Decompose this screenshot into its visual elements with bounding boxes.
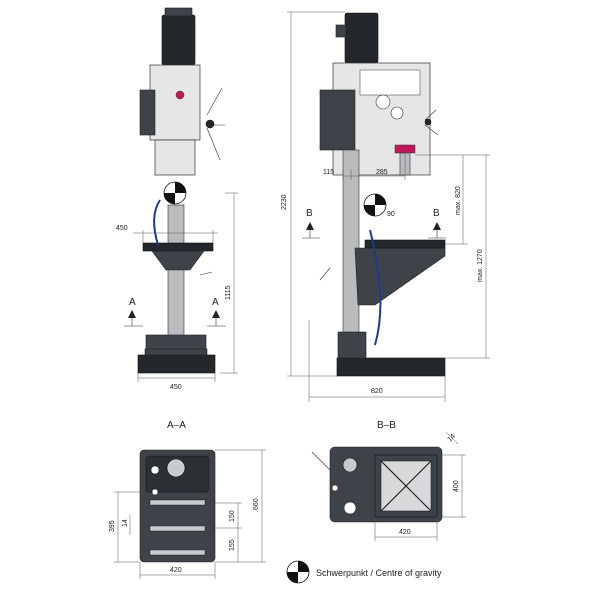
head-left-cover: [319, 89, 356, 151]
section-bb-title: B–B: [377, 420, 396, 431]
svg-text:820: 820: [371, 388, 383, 395]
centre-of-gravity-icon: [163, 181, 187, 205]
gear-dial[interactable]: [390, 106, 404, 120]
svg-text:450: 450: [116, 225, 128, 232]
head-dial: [175, 90, 185, 100]
svg-text:395: 395: [109, 520, 116, 532]
feed-handle[interactable]: [205, 87, 225, 161]
head-lower: [154, 139, 196, 176]
head-panel: [359, 69, 421, 96]
t-slot-1: [149, 499, 206, 506]
legend-label: Schwerpunkt / Centre of gravity: [316, 568, 442, 578]
dim-max-1270: max. 1270: [445, 155, 490, 359]
column: [167, 204, 185, 356]
table-arm: [354, 247, 446, 306]
section-bb: B–B 420 400 14: [311, 420, 466, 541]
dim-max-820: max. 820: [415, 154, 490, 245]
motor: [161, 14, 196, 66]
svg-text:max. 820: max. 820: [455, 186, 462, 215]
centre-of-gravity-icon: [363, 193, 387, 217]
svg-text:B: B: [306, 208, 313, 219]
dim-height-table: 1115: [220, 192, 238, 374]
dim-total-height: 2230: [281, 11, 345, 377]
section-aa: A–A 420 660 150 155 395 14: [109, 420, 266, 579]
base-plate: [144, 348, 208, 356]
dim-table-angle: 90: [387, 211, 395, 218]
svg-text:A: A: [129, 297, 136, 308]
head-upper: [149, 64, 201, 141]
table-lock-lever[interactable]: [311, 451, 331, 471]
section-mark-b-right: B: [428, 208, 446, 239]
svg-text:420: 420: [170, 567, 182, 574]
dim-throat: 115 285: [323, 150, 406, 180]
svg-text:A: A: [212, 297, 219, 308]
table: [142, 242, 214, 252]
column-foot: [337, 331, 367, 359]
motor-terminal-box: [335, 24, 347, 38]
svg-text:400: 400: [453, 480, 460, 492]
svg-text:285: 285: [376, 169, 388, 176]
svg-text:max. 1270: max. 1270: [477, 249, 484, 282]
coolant-hose: [153, 199, 161, 246]
head-side-cover: [139, 89, 156, 136]
base: [336, 357, 446, 377]
centre-of-gravity-icon: [286, 560, 310, 584]
table-bracket: [151, 250, 205, 271]
svg-text:14: 14: [122, 519, 129, 527]
legend: Schwerpunkt / Centre of gravity: [286, 560, 442, 584]
dim-table-width: 450: [116, 225, 218, 243]
motor-fan-cap: [164, 7, 193, 17]
svg-text:B: B: [433, 208, 440, 219]
svg-text:1115: 1115: [225, 285, 232, 300]
svg-text:450: 450: [170, 384, 182, 391]
section-aa-title: A–A: [167, 420, 186, 431]
section-mark-a-left: A: [124, 297, 143, 327]
svg-text:14: 14: [446, 433, 457, 444]
table: [364, 239, 446, 249]
svg-text:660: 660: [253, 498, 260, 510]
side-view: 2230 115 285 max. 820 max. 1270 90: [281, 11, 490, 402]
feed-handle[interactable]: [424, 109, 439, 136]
svg-text:2230: 2230: [281, 194, 288, 210]
dim-base-width: 450: [137, 373, 216, 391]
t-slot-2: [149, 525, 206, 532]
dim-depth: 820: [308, 320, 446, 402]
speed-dial[interactable]: [375, 94, 391, 110]
t-slot-3: [149, 549, 206, 556]
svg-text:155: 155: [229, 539, 236, 551]
front-view: 450 450 1115 A A: [116, 7, 238, 391]
section-mark-b-left: B: [302, 208, 320, 239]
base: [137, 354, 216, 374]
motor: [344, 12, 379, 64]
svg-text:150: 150: [229, 510, 236, 522]
svg-text:115: 115: [323, 169, 334, 176]
section-mark-a-right: A: [207, 297, 226, 327]
svg-text:420: 420: [399, 529, 411, 536]
table-crank[interactable]: [319, 267, 331, 281]
table-plan: [374, 454, 438, 518]
coolant-hose: [369, 229, 382, 346]
